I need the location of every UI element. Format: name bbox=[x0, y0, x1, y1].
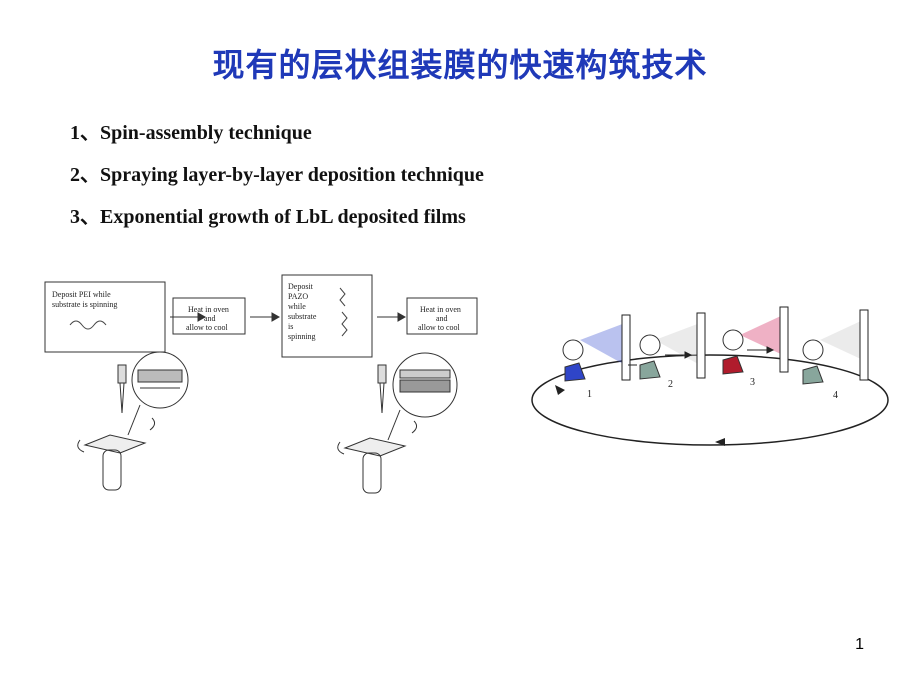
box3-text-6: spinning bbox=[288, 332, 316, 341]
step-label-3: 3 bbox=[750, 377, 755, 388]
technique-item-2: 2、Spraying layer-by-layer deposition tec… bbox=[70, 164, 484, 186]
technique-item-1: 1、Spin-assembly technique bbox=[70, 122, 312, 144]
box3-text-1: Deposit bbox=[288, 282, 314, 291]
box4-text-1: Heat in oven bbox=[420, 305, 461, 314]
spray-station-3: 3 bbox=[722, 306, 789, 388]
cycle-arrow-left-icon bbox=[555, 385, 565, 395]
spray-station-4: 4 bbox=[802, 309, 869, 401]
step-label-1: 1 bbox=[587, 389, 592, 400]
step-box-heat-2 bbox=[406, 297, 478, 335]
box3-text-3: while bbox=[288, 302, 306, 311]
box2-text-3: allow to cool bbox=[186, 323, 229, 332]
cycle-arrow-icon bbox=[715, 438, 725, 446]
pazo-structure-icon bbox=[339, 287, 348, 337]
step-box-deposit-pei bbox=[44, 281, 166, 353]
box4-text-3: allow to cool bbox=[418, 323, 461, 332]
technique-list: 1、Spin-assembly technique 2、Spraying lay… bbox=[70, 118, 484, 244]
step-label-2: 2 bbox=[668, 379, 673, 390]
step-label-4: 4 bbox=[833, 390, 838, 401]
box1-text-1: Deposit PEI while bbox=[52, 290, 111, 299]
spin-coater-icon-2 bbox=[337, 352, 458, 494]
spray-station-2: 2 bbox=[639, 312, 706, 390]
pei-structure-icon bbox=[69, 320, 107, 330]
spin-coater-icon-1 bbox=[77, 351, 189, 491]
spray-lbl-cycle-diagram: 1 2 3 4 bbox=[531, 306, 889, 446]
box3-text-5: is bbox=[288, 322, 293, 331]
spray-station-1: 1 bbox=[562, 314, 637, 400]
box4-text-2: and bbox=[436, 314, 448, 323]
box1-text-2: substrate is spinning bbox=[52, 300, 117, 309]
box2-text-2: and bbox=[204, 314, 216, 323]
box3-text-4: substrate bbox=[288, 312, 317, 321]
spin-assembly-diagram: Deposit PEI while substrate is spinning … bbox=[44, 274, 478, 494]
step-box-heat-1 bbox=[172, 297, 246, 335]
technique-item-3: 3、Exponential growth of LbL deposited fi… bbox=[70, 206, 466, 228]
slide-title: 现有的层状组装膜的快速构筑技术 bbox=[212, 46, 708, 84]
step-box-deposit-pazo bbox=[281, 274, 373, 358]
cycle-loop bbox=[531, 354, 889, 446]
page-number: 1 bbox=[855, 636, 864, 653]
box3-text-2: PAZO bbox=[288, 292, 308, 301]
box2-text-1: Heat in oven bbox=[188, 305, 229, 314]
